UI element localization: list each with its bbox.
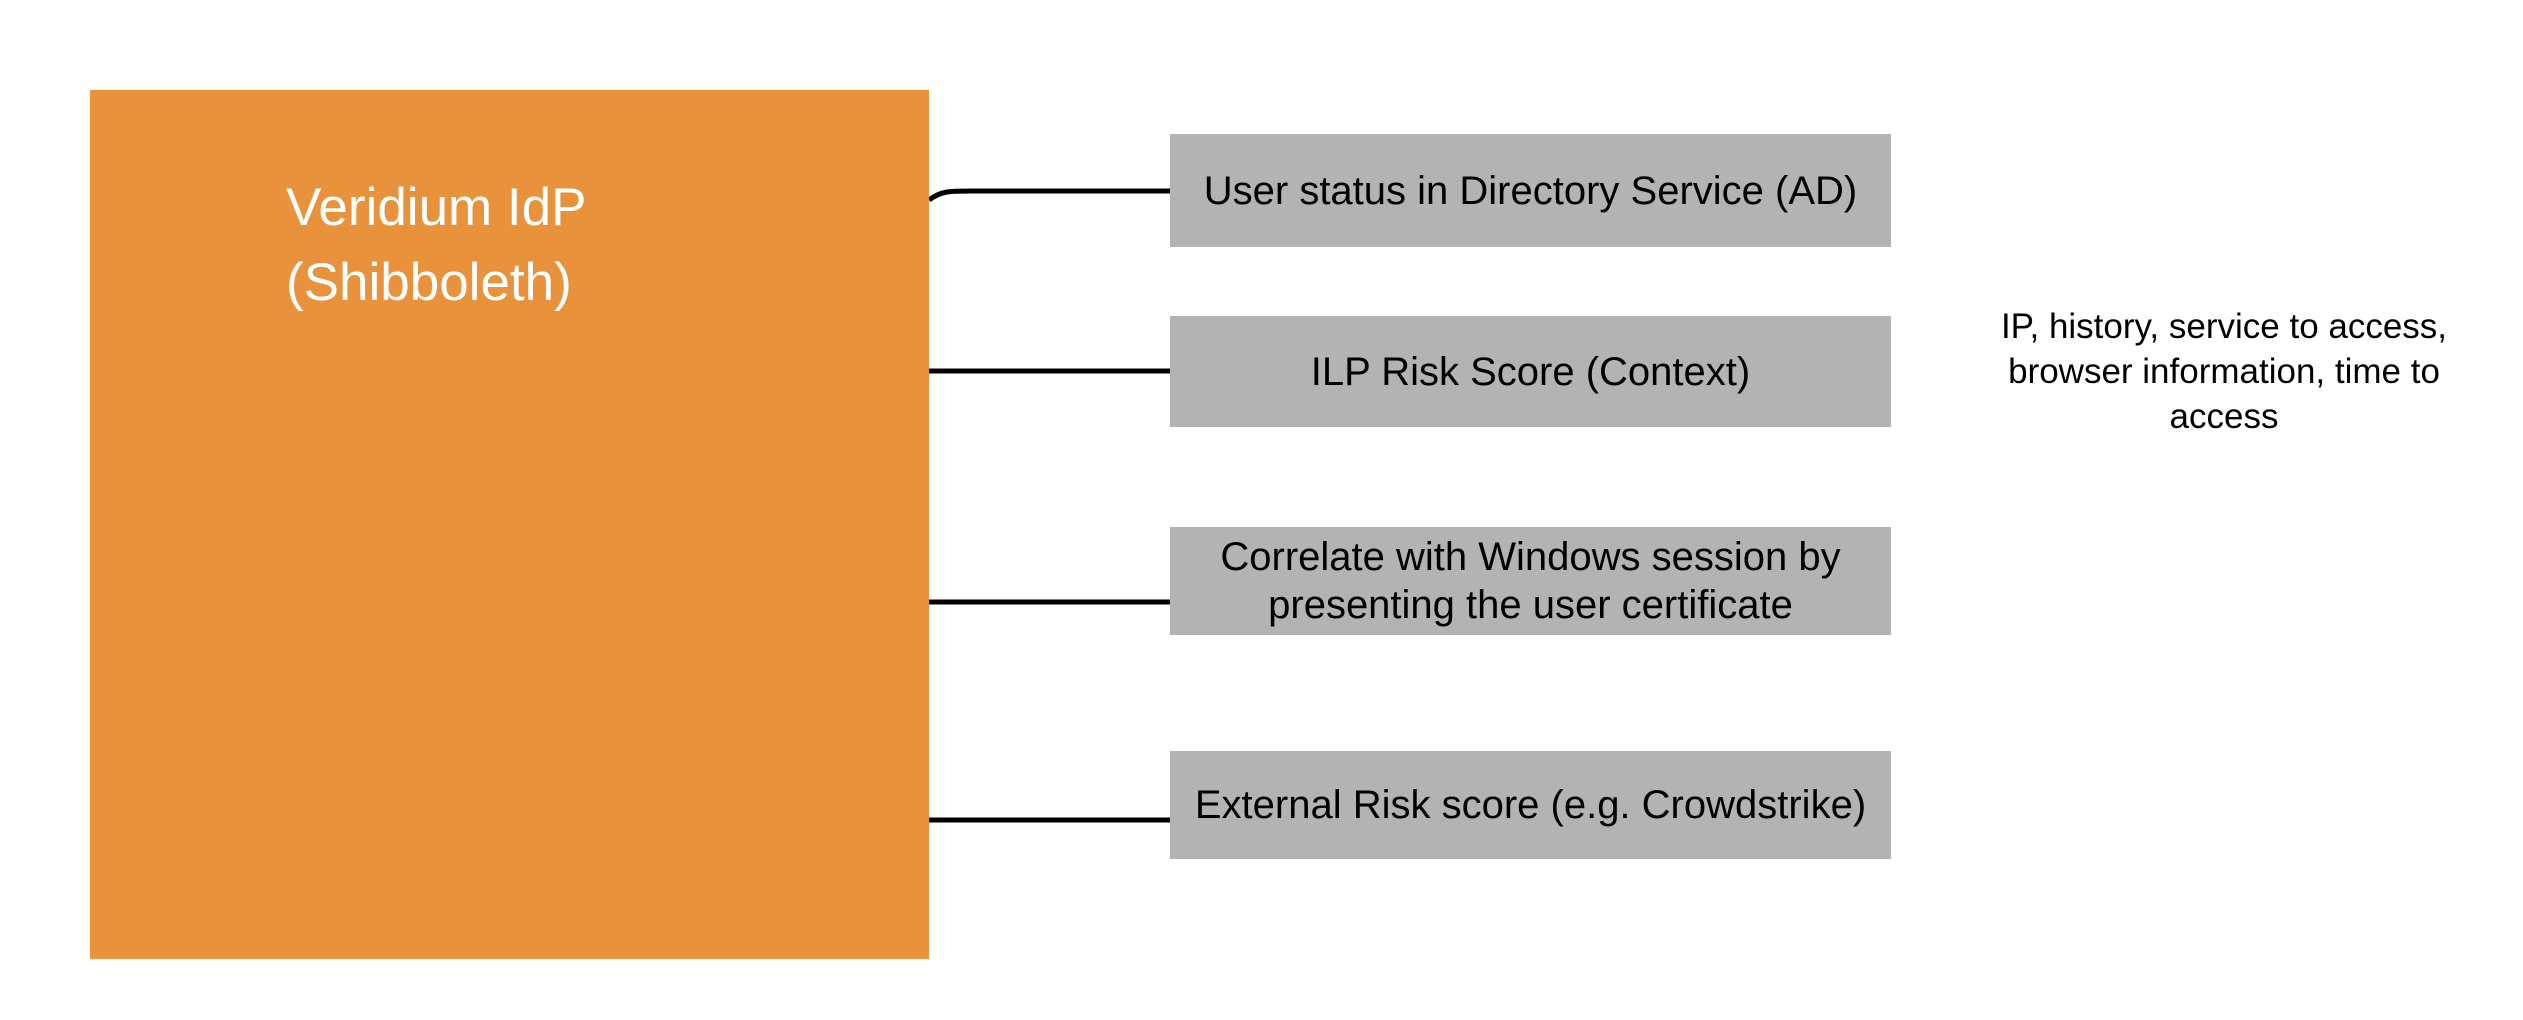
annotation-line-1: IP, history, service to access, <box>2000 307 2448 346</box>
annotation-line-3: access <box>2169 397 2279 436</box>
factor-node-label: User status in Directory Service (AD) <box>1203 168 1858 213</box>
factor-node-label: ILP Risk Score (Context) <box>1310 349 1751 394</box>
factor-node-ilp-risk: ILP Risk Score (Context) <box>1170 316 1891 427</box>
connector-line-user-status <box>927 188 1170 203</box>
context-annotation: IP, history, service to access, browser … <box>1924 304 2523 439</box>
idp-node: Veridium IdP (Shibboleth) <box>90 90 929 959</box>
factor-node-label-line-1: Correlate with Windows session by <box>1220 535 1841 579</box>
factor-node-label: External Risk score (e.g. Crowdstrike) <box>1194 783 1867 827</box>
idp-node-label: Veridium IdP (Shibboleth) <box>286 170 586 320</box>
factor-node-windows-session: Correlate with Windows session by presen… <box>1170 527 1891 635</box>
factor-node-external-risk: External Risk score (e.g. Crowdstrike) <box>1170 751 1891 859</box>
factor-node-user-status: User status in Directory Service (AD) <box>1170 134 1891 247</box>
factor-node-label-line-2: presenting the user certificate <box>1268 583 1793 627</box>
idp-label-line-2: (Shibboleth) <box>286 253 572 312</box>
idp-label-line-1: Veridium IdP <box>286 178 587 237</box>
annotation-line-2: browser information, time to <box>2008 352 2440 391</box>
